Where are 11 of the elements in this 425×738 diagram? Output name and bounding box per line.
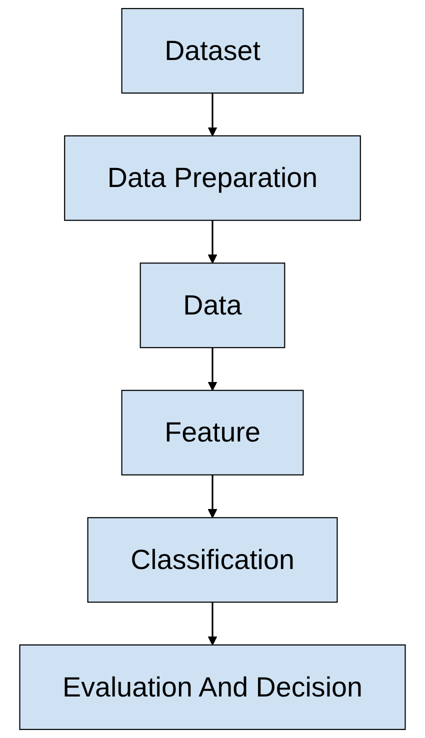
node-box: Feature: [121, 390, 304, 476]
node-box: Classification: [87, 517, 338, 603]
node-box: Dataset: [121, 8, 304, 94]
arrow: [208, 220, 218, 264]
node-box: Data Preparation: [64, 135, 361, 221]
arrow: [208, 474, 218, 518]
node-box: Data: [140, 262, 286, 348]
node-box: Evaluation And Decision: [19, 644, 406, 730]
arrow: [208, 348, 218, 391]
arrow: [208, 602, 218, 646]
arrow: [208, 93, 218, 136]
